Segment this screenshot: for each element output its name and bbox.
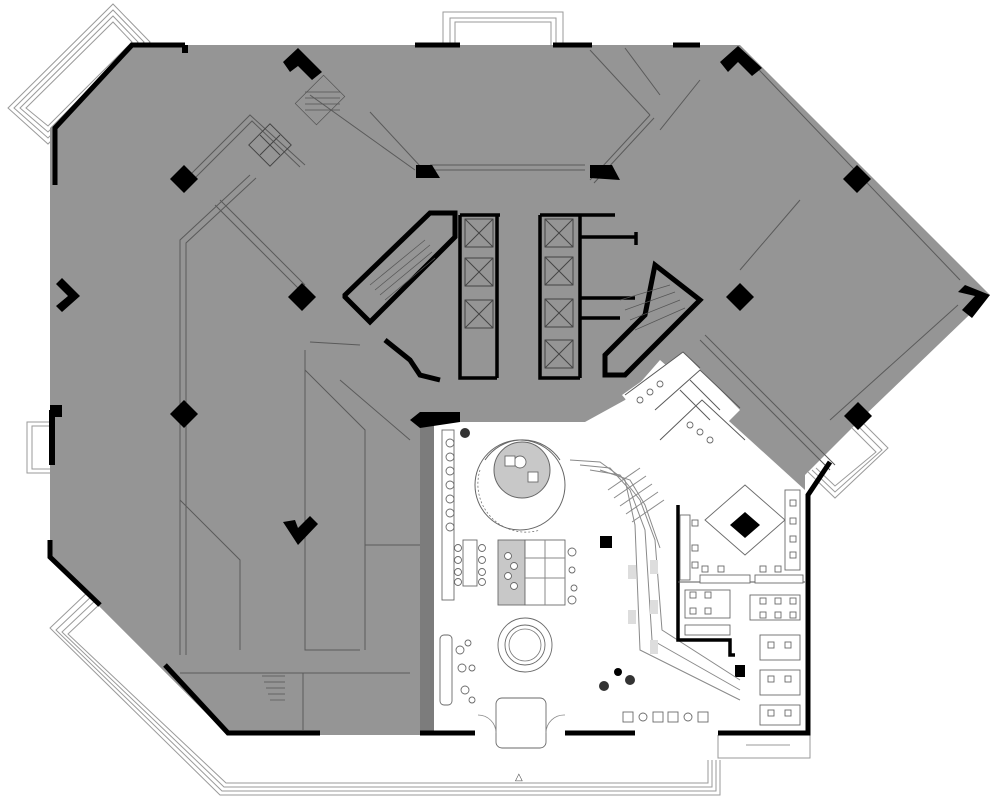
elevators-right: [544, 218, 574, 369]
plants: [460, 428, 635, 691]
restroom: [624, 351, 746, 444]
restroom-area: [622, 352, 740, 450]
column-l: [283, 48, 322, 80]
building-core: [342, 210, 704, 383]
column: [844, 402, 872, 430]
column: [843, 165, 871, 193]
terrace-bottom: [49, 589, 721, 796]
entry-vestibule: [477, 697, 566, 749]
column: [590, 165, 620, 180]
round-lounge: [497, 617, 553, 673]
bench-left: [441, 429, 455, 601]
column: [288, 283, 316, 311]
spiral-stair: [474, 439, 566, 533]
column-l: [283, 516, 318, 545]
column-l: [720, 46, 762, 76]
long-table: [454, 539, 486, 587]
tiered-seating: [569, 459, 741, 701]
terrace-bottom-right-step: [717, 735, 811, 759]
workstation-cluster: [497, 539, 578, 606]
core-stairs: [369, 239, 686, 331]
stair-top-left: [294, 74, 346, 126]
exterior-walls: [47, 42, 833, 736]
stair-bottom-left: [262, 675, 285, 701]
cafe-tables: [439, 634, 476, 706]
column: [170, 400, 198, 428]
column-l: [56, 278, 80, 312]
terrace-top: [442, 11, 564, 45]
office-chairs: [689, 499, 797, 717]
columns: [56, 46, 990, 677]
column: [170, 165, 198, 193]
terrace-left: [26, 421, 50, 474]
terrace-right: [807, 419, 889, 499]
elevators-left: [464, 218, 494, 329]
column: [726, 283, 754, 311]
north-marker: △: [515, 772, 523, 783]
terraces: [7, 3, 889, 796]
column: [735, 665, 745, 677]
small-lift: [248, 123, 292, 167]
feature-wall: [420, 420, 434, 732]
terrace-top-left: [7, 3, 151, 145]
open-office: [676, 484, 805, 726]
leased-area-lower: [50, 420, 420, 735]
column: [416, 165, 440, 178]
window-seating: [622, 711, 709, 723]
column: [600, 536, 612, 548]
column-l: [958, 285, 990, 318]
partitions: [179, 47, 961, 730]
